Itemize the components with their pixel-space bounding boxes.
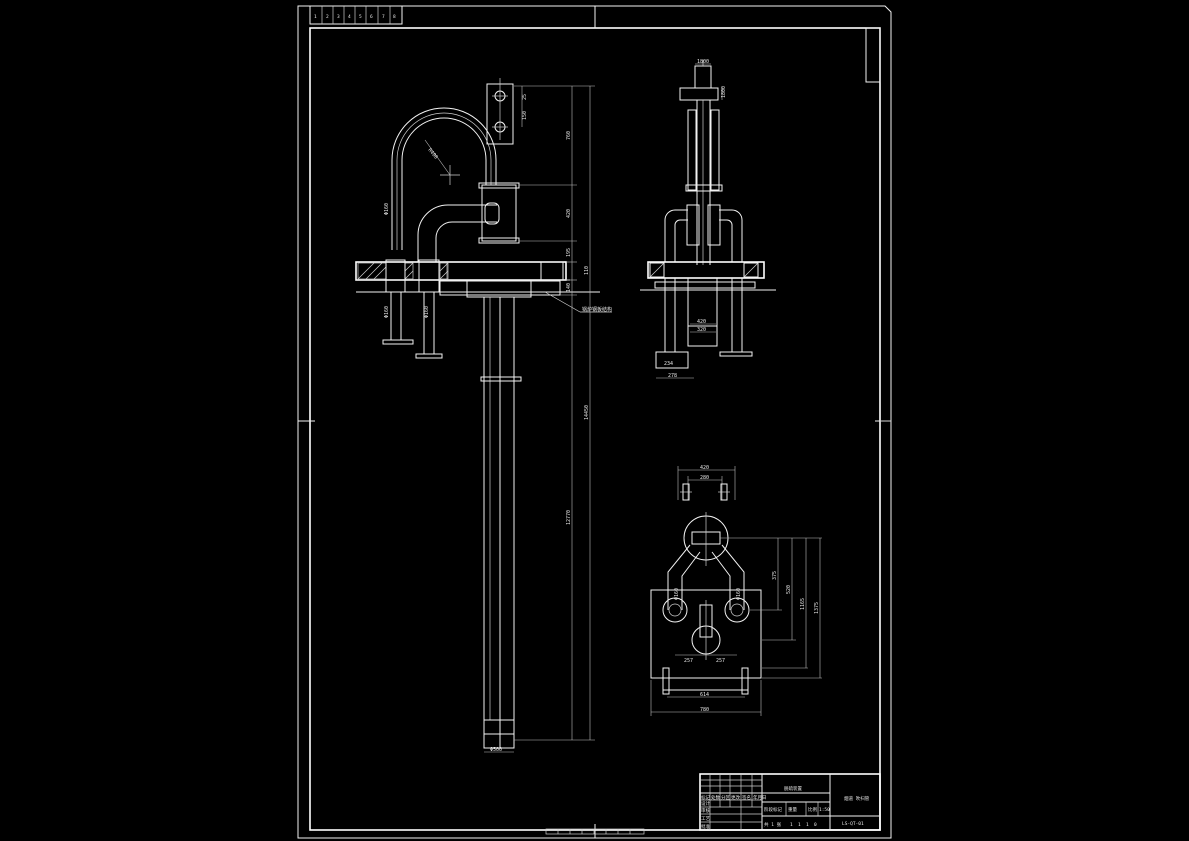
dim-plan-h4: 1375 (814, 602, 820, 614)
dim-seg-c: 140 (566, 283, 572, 292)
tb-grid-label: 标记 (701, 794, 710, 801)
sheet-frame (297, 5, 892, 839)
dim-plan-total-w: 780 (700, 707, 709, 713)
leader-note: 锅炉钢板结构 (582, 306, 612, 313)
tb-sheet: 共 1 张 (764, 821, 782, 828)
tb-drawing-no: LS-QT-01 (842, 821, 864, 827)
tab-label: 6 (370, 14, 373, 20)
dim-total-height: 14450 (584, 405, 590, 420)
dim-left-pipe-dia: Φ160 (384, 203, 390, 215)
tab-label: 3 (337, 14, 340, 20)
dim-plan-span-b: 614 (700, 692, 709, 698)
tab-label: 1 (314, 14, 317, 20)
dim-side-top-side: 1800 (721, 86, 727, 98)
tb-grid-label: 处数 (711, 794, 720, 801)
tab-label: 8 (393, 14, 396, 20)
dim-side-bot-b: 278 (668, 373, 677, 379)
dim-plan-h1: 375 (772, 571, 778, 580)
tb-drawing-name: 烟道 吹扫管 (844, 795, 870, 802)
dim-plan-h2: 520 (786, 585, 792, 594)
dim-plan-h3: 1165 (800, 598, 806, 610)
tab-label: 4 (348, 14, 351, 20)
tb-stage-label: 阶段标记 (764, 806, 782, 813)
dim-side-top-w: 1800 (697, 59, 709, 65)
dim-plan-span-r: 257 (716, 658, 725, 664)
tb-role-label: 审核 (701, 807, 710, 814)
tb-sheet-num: 1 (790, 822, 793, 828)
tb-sheet-num: 1 (798, 822, 801, 828)
dim-side-mid-b: 320 (697, 327, 706, 333)
dim-side-bot-a: 234 (664, 361, 673, 367)
corner-tab-strip: 1 2 3 4 5 6 7 8 (309, 5, 403, 25)
dim-top-hole-h: 150 (522, 111, 528, 120)
dim-plan-left-mark: Φ160 (674, 588, 680, 600)
dim-bottom-dia: Φ500 (490, 747, 502, 753)
tb-role-label: 设计 (701, 800, 710, 807)
tb-sheet-num: 0 (814, 822, 817, 828)
dim-left-pipe-dia-lower: Φ160 (384, 306, 390, 318)
side-view: 1800 1800 420 (640, 59, 776, 379)
front-view: R400 (355, 78, 612, 753)
tab-label: 7 (382, 14, 385, 20)
title-block: 标记 处数 分区 更改 签名 年月日 设计 审核 工艺 批准 脱硫装置 烟道 吹… (699, 773, 881, 831)
dim-seg-b: 110 (584, 266, 590, 275)
tb-role-label: 批准 (701, 823, 710, 830)
tb-grid-label: 年月日 (753, 794, 767, 801)
dim-plan-span-l: 257 (684, 658, 693, 664)
tab-label: 2 (326, 14, 329, 20)
tb-grid-label: 分区 (721, 794, 730, 801)
tb-scale: 1:50 (819, 807, 830, 813)
plan-view: 420 280 Φ160 Φ160 (650, 465, 822, 716)
dim-seg-mid: 420 (566, 209, 572, 218)
tb-grid-label: 更改 (731, 794, 740, 801)
dim-seg-upper: 760 (566, 131, 572, 140)
tb-grid-label: 签名 (742, 794, 751, 801)
dim-seg-a: 195 (566, 248, 572, 257)
dim-lower-length: 12770 (566, 510, 572, 525)
dim-plan-right-mark: Φ160 (736, 588, 742, 600)
tb-stage-label: 比例 (808, 806, 817, 813)
dim-plan-top-w: 420 (700, 465, 709, 471)
dim-side-mid-a: 420 (697, 319, 706, 325)
tb-role-label: 工艺 (701, 816, 710, 822)
dim-plan-top-w2: 280 (700, 475, 709, 481)
dim-arc-radius: R400 (426, 147, 438, 160)
dim-top-hole-w: 25 (522, 94, 528, 100)
dim-right-pipe-dia: Φ160 (424, 306, 430, 318)
tab-label: 5 (359, 14, 362, 20)
tb-project: 脱硫装置 (784, 785, 802, 792)
tb-sheet-num: 1 (806, 822, 809, 828)
tb-stage-label: 重量 (788, 806, 797, 813)
